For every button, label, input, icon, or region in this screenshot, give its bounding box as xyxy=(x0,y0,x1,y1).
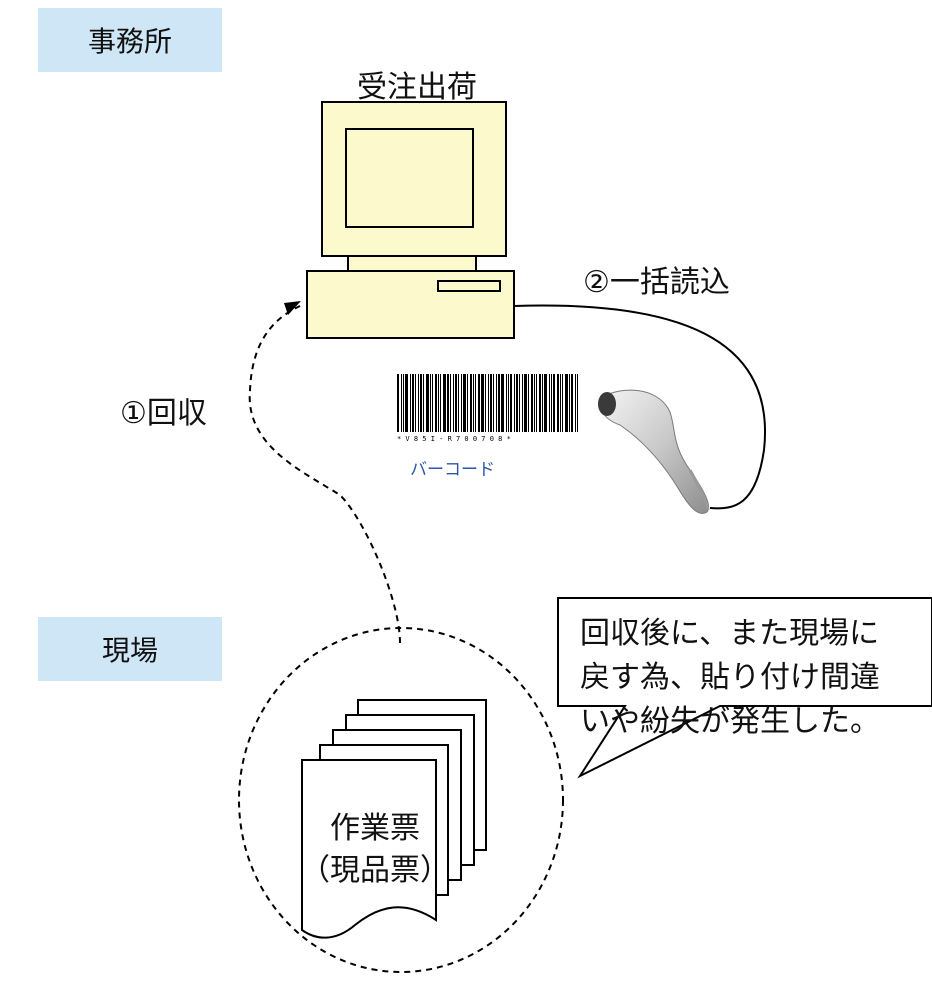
callout-bubble xyxy=(557,597,932,779)
collect-step-label: ①回収 xyxy=(120,396,207,431)
scanner-cable xyxy=(513,304,767,510)
barcode-scanner-icon xyxy=(598,389,710,514)
barcode-caption: バーコード xyxy=(410,460,495,480)
office-zone-tag: 事務所 xyxy=(38,8,222,72)
callout-line: いや紛失が発生した。 xyxy=(580,704,880,739)
field-boundary-circle xyxy=(238,627,564,973)
ticket-stack-icon xyxy=(301,699,487,939)
computer-icon xyxy=(306,101,515,339)
collect-arrowhead xyxy=(284,301,301,315)
barcode-human-readable: * V 8 5 I - R 7 0 0 7 0 8 * xyxy=(397,435,511,443)
computer-label: 受注出荷 xyxy=(357,70,477,105)
field-zone-label: 現場 xyxy=(101,634,158,667)
bulk-read-step-label: ②一括読込 xyxy=(583,265,730,300)
callout-text: 回収後に、また現場に 戻す為、貼り付け間違 いや紛失が発生した。 xyxy=(580,612,920,744)
callout-line: 回収後に、また現場に xyxy=(580,616,880,651)
office-zone-label: 事務所 xyxy=(87,25,172,58)
field-zone-tag: 現場 xyxy=(38,617,222,681)
ticket-label: 作業票 （現品票） xyxy=(300,808,450,892)
barcode-icon xyxy=(397,374,578,432)
callout-line: 戻す為、貼り付け間違 xyxy=(580,660,880,695)
ticket-label-line1: 作業票 xyxy=(330,811,420,846)
ticket-label-line2: （現品票） xyxy=(300,853,450,888)
collect-arrow xyxy=(248,305,401,644)
